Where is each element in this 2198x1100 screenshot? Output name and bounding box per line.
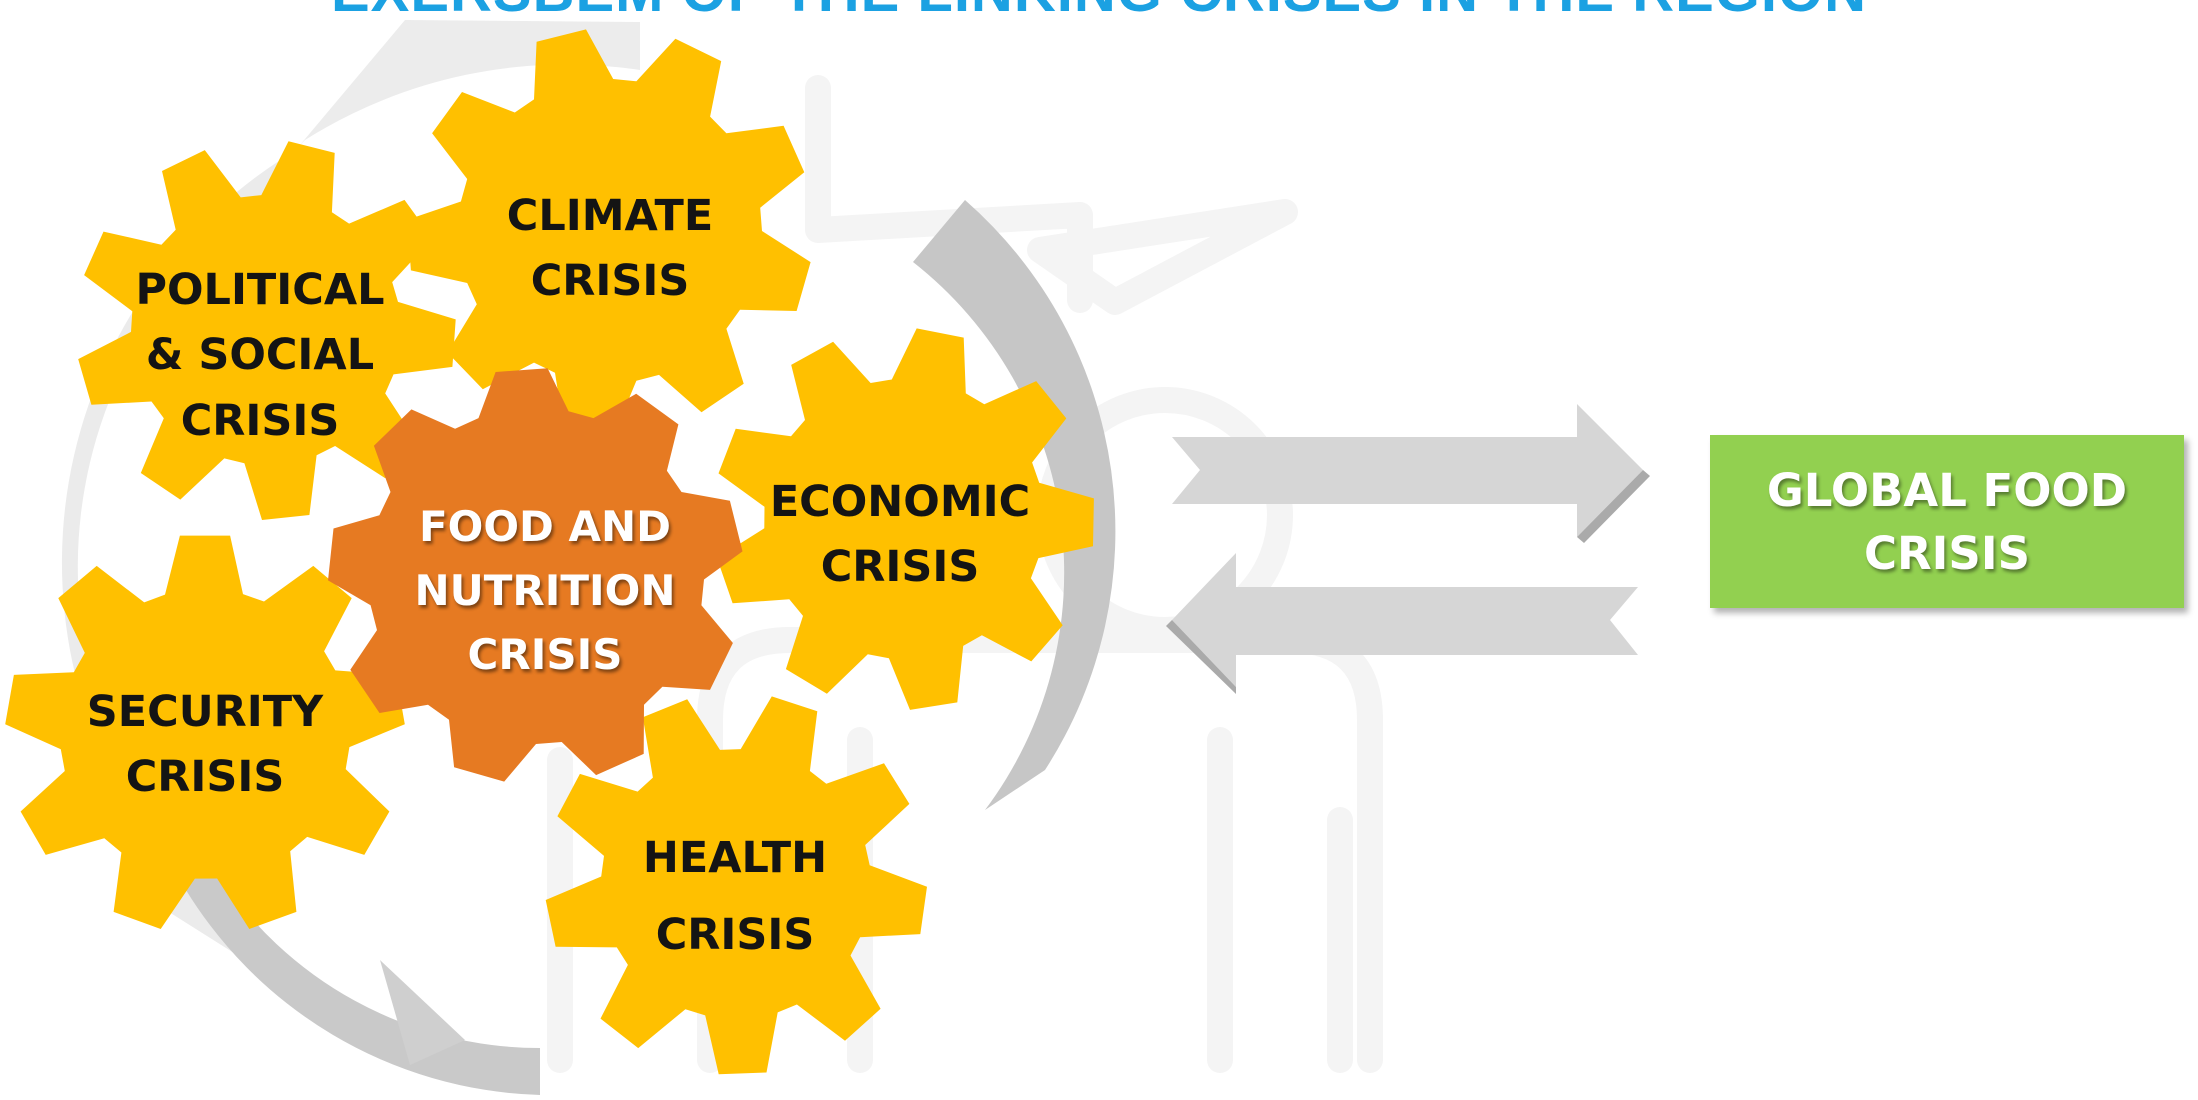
- gear-security-shape: [5, 535, 405, 929]
- cycle-arrow-right-segment: [913, 200, 1116, 810]
- slide-title-clip: EXERSBEM OF THE LINKING CRISES IN THE RE…: [0, 0, 2198, 22]
- right-arrow-shadow: [1577, 470, 1650, 543]
- left-arrow: [1166, 553, 1638, 694]
- gear-climate: [407, 29, 811, 435]
- left-arrow-shape: [1172, 553, 1638, 687]
- gear-label-line: CRISIS: [467, 629, 623, 679]
- right-arrow: [1172, 404, 1650, 543]
- gear-economic-label: ECONOMIC CRISIS: [745, 470, 1055, 601]
- cycle-arrow-head-bottom: [380, 960, 465, 1065]
- gear-label-line: CRISIS: [125, 752, 285, 803]
- gear-health: [545, 696, 927, 1075]
- gear-label-line: NUTRITION: [414, 565, 676, 615]
- gear-health-label: HEALTH CRISIS: [585, 820, 885, 973]
- global-food-crisis-line: CRISIS: [1864, 526, 2030, 580]
- gear-food-shape: [328, 368, 743, 782]
- gear-security-label: SECURITY CRISIS: [55, 680, 355, 811]
- gear-label-line: POLITICAL: [135, 265, 385, 315]
- gear-health-shape: [545, 696, 927, 1075]
- gear-label-line: & SOCIAL: [145, 330, 375, 381]
- gear-label-line: SECURITY: [86, 687, 324, 737]
- gear-label-line: CRISIS: [655, 909, 815, 960]
- gear-label-line: ECONOMIC: [769, 477, 1031, 527]
- gear-climate-shape: [407, 29, 811, 435]
- right-arrow-shape: [1172, 404, 1643, 537]
- left-arrow-shadow: [1166, 620, 1236, 694]
- gear-label-line: CRISIS: [820, 542, 980, 593]
- gear-economic: [717, 328, 1094, 710]
- gear-economic-shape: [717, 328, 1094, 710]
- gear-food: [328, 368, 743, 782]
- gear-food-label: FOOD AND NUTRITION CRISIS: [390, 495, 700, 686]
- gear-label-line: HEALTH: [642, 833, 828, 883]
- gear-security: [5, 535, 405, 929]
- gear-label-line: CRISIS: [180, 395, 340, 446]
- gear-label-line: FOOD AND: [418, 502, 672, 551]
- gear-label-line: CLIMATE: [506, 191, 714, 241]
- global-food-crisis-box: GLOBAL FOOD CRISIS: [1710, 435, 2184, 608]
- gear-political-label: POLITICAL & SOCIAL CRISIS: [105, 258, 415, 454]
- gear-political: [78, 141, 456, 521]
- gear-climate-label: CLIMATE CRISIS: [445, 184, 775, 315]
- global-food-crisis-line: GLOBAL FOOD: [1766, 463, 2128, 517]
- gear-label-line: CRISIS: [530, 256, 690, 307]
- slide-title: EXERSBEM OF THE LINKING CRISES IN THE RE…: [0, 0, 2198, 22]
- gear-political-shape: [78, 141, 456, 521]
